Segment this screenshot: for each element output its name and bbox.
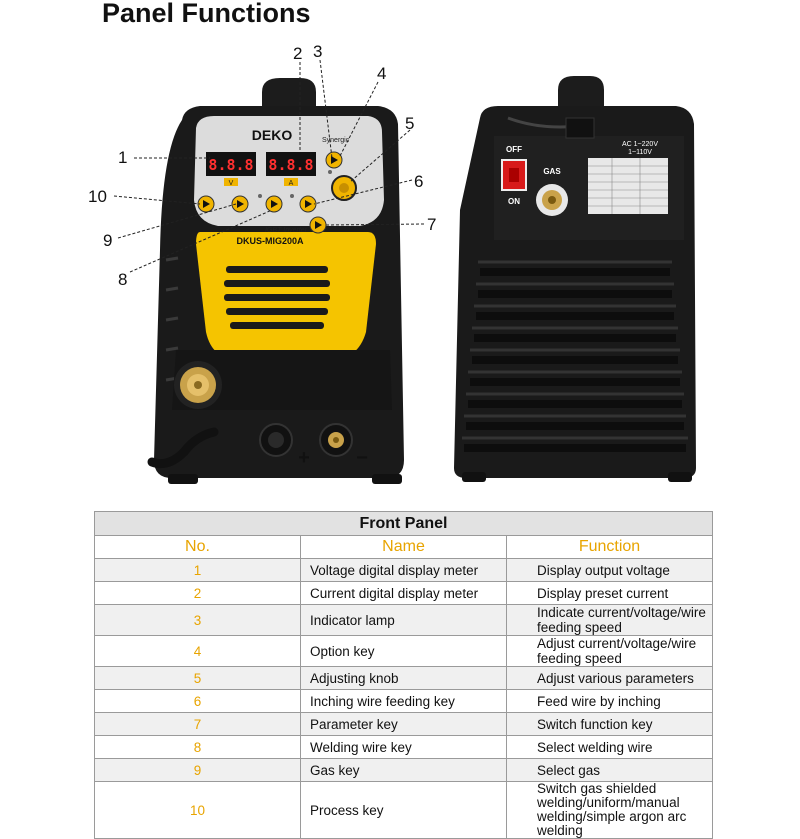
row-name: Adjusting knob <box>300 666 507 690</box>
row-name: Voltage digital display meter <box>300 558 507 582</box>
gas-label: GAS <box>543 167 561 176</box>
row-no: 10 <box>94 781 301 839</box>
callout-5: 5 <box>405 114 415 133</box>
row-name: Parameter key <box>300 712 507 736</box>
row-name: Inching wire feeding key <box>300 689 507 713</box>
table-row: 1 Voltage digital display meter Display … <box>94 558 713 582</box>
table-row: 5 Adjusting knob Adjust various paramete… <box>94 666 713 690</box>
callout-1: 1 <box>118 148 128 167</box>
brand-logo: DEKO <box>252 127 293 143</box>
table-row: 2 Current digital display meter Display … <box>94 581 713 605</box>
off-label: OFF <box>506 145 522 154</box>
table-caption: Front Panel <box>94 511 713 536</box>
row-function: Select gas <box>506 758 713 782</box>
table-row: 10 Process key Switch gas shielded weldi… <box>94 781 713 839</box>
callout-lines <box>113 59 425 273</box>
row-function: Select welding wire <box>506 735 713 759</box>
row-function: Indicate current/voltage/wire feeding sp… <box>506 604 713 636</box>
callout-9: 9 <box>103 231 113 250</box>
row-function: Display preset current <box>506 581 713 605</box>
header-function: Function <box>506 535 713 559</box>
minus-sign: − <box>356 447 368 469</box>
voltage-label: AC 1~220V <box>622 141 658 148</box>
row-function: Display output voltage <box>506 558 713 582</box>
inverter-label: IGBT Inverter <box>265 227 308 234</box>
callout-3: 3 <box>313 42 323 61</box>
row-no: 5 <box>94 666 301 690</box>
rating-plate <box>588 158 668 214</box>
row-no: 2 <box>94 581 301 605</box>
voltage-label-2: 1~110V <box>628 149 652 156</box>
current-display: 8.8.8 <box>268 156 313 174</box>
table-row: 3 Indicator lamp Indicate current/voltag… <box>94 604 713 636</box>
callout-10: 10 <box>88 187 107 206</box>
row-function: Adjust current/voltage/wire feeding spee… <box>506 635 713 667</box>
table-row: 6 Inching wire feeding key Feed wire by … <box>94 689 713 713</box>
table-row: 7 Parameter key Switch function key <box>94 712 713 736</box>
machines-illustration: 8.8.8 8.8.8 V A DEKO Synergic <box>113 59 696 484</box>
plus-sign: + <box>298 447 310 469</box>
front-machine: 8.8.8 8.8.8 V A DEKO Synergic <box>147 78 404 484</box>
table-row: 8 Welding wire key Select welding wire <box>94 735 713 759</box>
row-function: Adjust various parameters <box>506 666 713 690</box>
table-row: 9 Gas key Select gas <box>94 758 713 782</box>
row-function: Switch gas shielded welding/uniform/manu… <box>506 781 713 839</box>
page-title: Panel Functions <box>102 0 311 28</box>
row-name: Welding wire key <box>300 735 507 759</box>
callout-6: 6 <box>414 172 424 191</box>
row-name: Current digital display meter <box>300 581 507 605</box>
callout-8: 8 <box>118 270 128 289</box>
model-label: DKUS-MIG200A <box>236 236 304 246</box>
unit-v-label: V <box>229 180 234 187</box>
row-name: Option key <box>300 635 507 667</box>
header-name: Name <box>300 535 507 559</box>
row-name: Process key <box>300 781 507 839</box>
unit-a-label: A <box>289 180 294 187</box>
row-function: Switch function key <box>506 712 713 736</box>
row-no: 8 <box>94 735 301 759</box>
voltage-display: 8.8.8 <box>208 156 253 174</box>
row-no: 7 <box>94 712 301 736</box>
callout-2: 2 <box>293 44 303 63</box>
front-panel-table: Front Panel No. Name Function 1 Voltage … <box>94 511 713 839</box>
callout-4: 4 <box>377 64 387 83</box>
on-label: ON <box>508 197 520 206</box>
row-name: Indicator lamp <box>300 604 507 636</box>
row-no: 9 <box>94 758 301 782</box>
row-function: Feed wire by inching <box>506 689 713 713</box>
row-no: 3 <box>94 604 301 636</box>
header-no: No. <box>94 535 301 559</box>
row-no: 1 <box>94 558 301 582</box>
table-row: 4 Option key Adjust current/voltage/wire… <box>94 635 713 667</box>
back-machine: OFF ON GAS AC 1~220V 1~110V <box>454 76 696 482</box>
callout-7: 7 <box>427 215 437 234</box>
row-name: Gas key <box>300 758 507 782</box>
row-no: 6 <box>94 689 301 713</box>
mode-label: Synergic <box>322 137 350 144</box>
row-no: 4 <box>94 635 301 667</box>
